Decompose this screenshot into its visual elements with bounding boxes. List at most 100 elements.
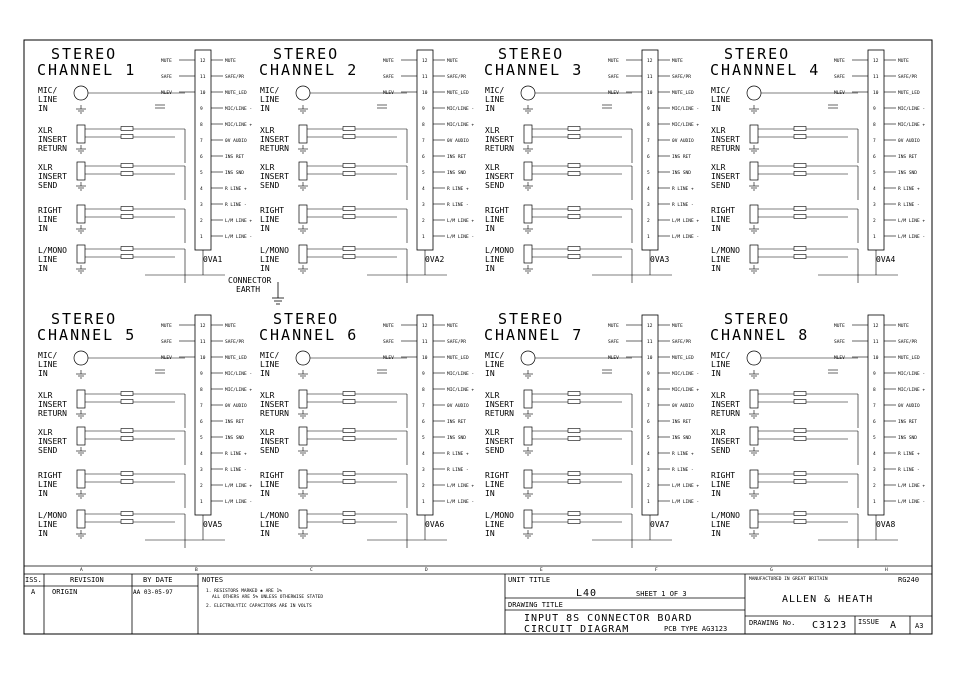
input-label: MIC/ [260,86,279,95]
input-label: SEND [260,181,279,190]
jack-socket-symbol [298,509,308,529]
ground-symbol [76,447,86,456]
jack-socket-symbol [76,389,86,409]
signal-label: R LINE - [898,202,920,208]
pin-number: 3 [200,467,203,473]
input-label: L/MONO [711,511,740,520]
signal-label: INS RET [898,154,917,160]
ground-symbol [523,370,533,379]
pin-number: 12 [873,58,879,64]
ground-symbol [523,225,533,234]
signal-label: R LINE - [447,467,469,473]
pin-number: 4 [647,186,650,192]
channel-subtitle: CHANNEL 3 [484,61,583,79]
ground-net-label: 0VA7 [650,520,669,529]
jack-socket-symbol [523,204,533,224]
pin-number: 10 [422,355,428,361]
jack-socket-symbol [523,389,533,409]
xlr-jack-symbol [295,350,311,366]
signal-label: INS SND [672,170,691,176]
signal-label: MUTE_LED [225,355,247,361]
signal-label: SAFE/PR [225,74,244,80]
input-label: RIGHT [260,471,284,480]
resistor-symbol [342,436,356,441]
ground-symbol [298,370,308,379]
pin-number: 2 [422,218,425,224]
input-label: IN [38,264,48,273]
input-label: XLR [38,391,53,400]
xlr-jack-symbol [73,85,89,101]
input-label: RETURN [260,144,289,153]
pin-number: 11 [422,74,428,80]
input-label: SEND [711,181,730,190]
channel-title: STEREO [724,45,790,63]
signal-label: MUTE_LED [447,355,469,361]
connector-block [867,314,885,516]
ground-symbol [76,490,86,499]
drawing-number: C3123 [812,620,847,631]
input-label: LINE [38,95,57,104]
ground-symbol [749,225,759,234]
signal-label: INS SND [447,170,466,176]
signal-label: MUTE_LED [447,90,469,96]
input-label: IN [485,529,495,538]
signal-label: R LINE + [225,451,247,457]
input-label: IN [711,264,721,273]
pin-number: 2 [200,218,203,224]
resistor-symbol [793,206,807,211]
resistor-symbol [342,519,356,524]
resistor-symbol [342,391,356,396]
resistor-symbol [567,206,581,211]
jack-socket-symbol [749,161,759,181]
ground-symbol [298,447,308,456]
jack-socket-symbol [76,509,86,529]
signal-label: SAFE/PR [672,339,691,345]
input-label: XLR [260,126,275,135]
pin-number: 10 [873,355,879,361]
channel-title: STEREO [273,310,339,328]
xlr-jack-symbol [746,350,762,366]
input-label: IN [260,489,270,498]
control-label: MUTE [608,323,619,329]
resistor-symbol [793,214,807,219]
ground-symbol [298,530,308,539]
input-label: RETURN [260,409,289,418]
resistor-symbol [120,206,134,211]
pin-number: 8 [422,122,425,128]
pin-number: 11 [422,339,428,345]
input-label: LINE [485,95,504,104]
pin-number: 5 [647,170,650,176]
ground-net-label: 0VA6 [425,520,444,529]
ground-symbol [749,530,759,539]
resistor-symbol [342,134,356,139]
control-label: SAFE [383,339,394,345]
resistor-symbol [342,254,356,259]
input-label: INSERT [260,135,289,144]
input-label: IN [485,489,495,498]
input-label: MIC/ [485,86,504,95]
input-label: INSERT [485,400,514,409]
grid-letter: G [770,567,773,573]
control-label: MUTE [834,323,845,329]
ground-net-label: 0VA8 [876,520,895,529]
input-label: IN [711,104,721,113]
input-label: LINE [38,360,57,369]
resistor-symbol [567,479,581,484]
input-label: INSERT [260,437,289,446]
resistor-symbol [120,246,134,251]
pin-number: 12 [647,323,653,329]
note-2: 2. ELECTROLYTIC CAPACITORS ARE IN VOLTS [206,603,312,609]
pin-number: 12 [200,323,206,329]
resistor-symbol [793,163,807,168]
resistor-symbol [120,171,134,176]
ground-net-label: 0VA4 [876,255,895,264]
signal-label: 0V AUDIO [447,138,469,144]
signal-label: MUTE [898,323,909,329]
signal-label: R LINE - [225,467,247,473]
ground-net-label: 0VA1 [203,255,222,264]
